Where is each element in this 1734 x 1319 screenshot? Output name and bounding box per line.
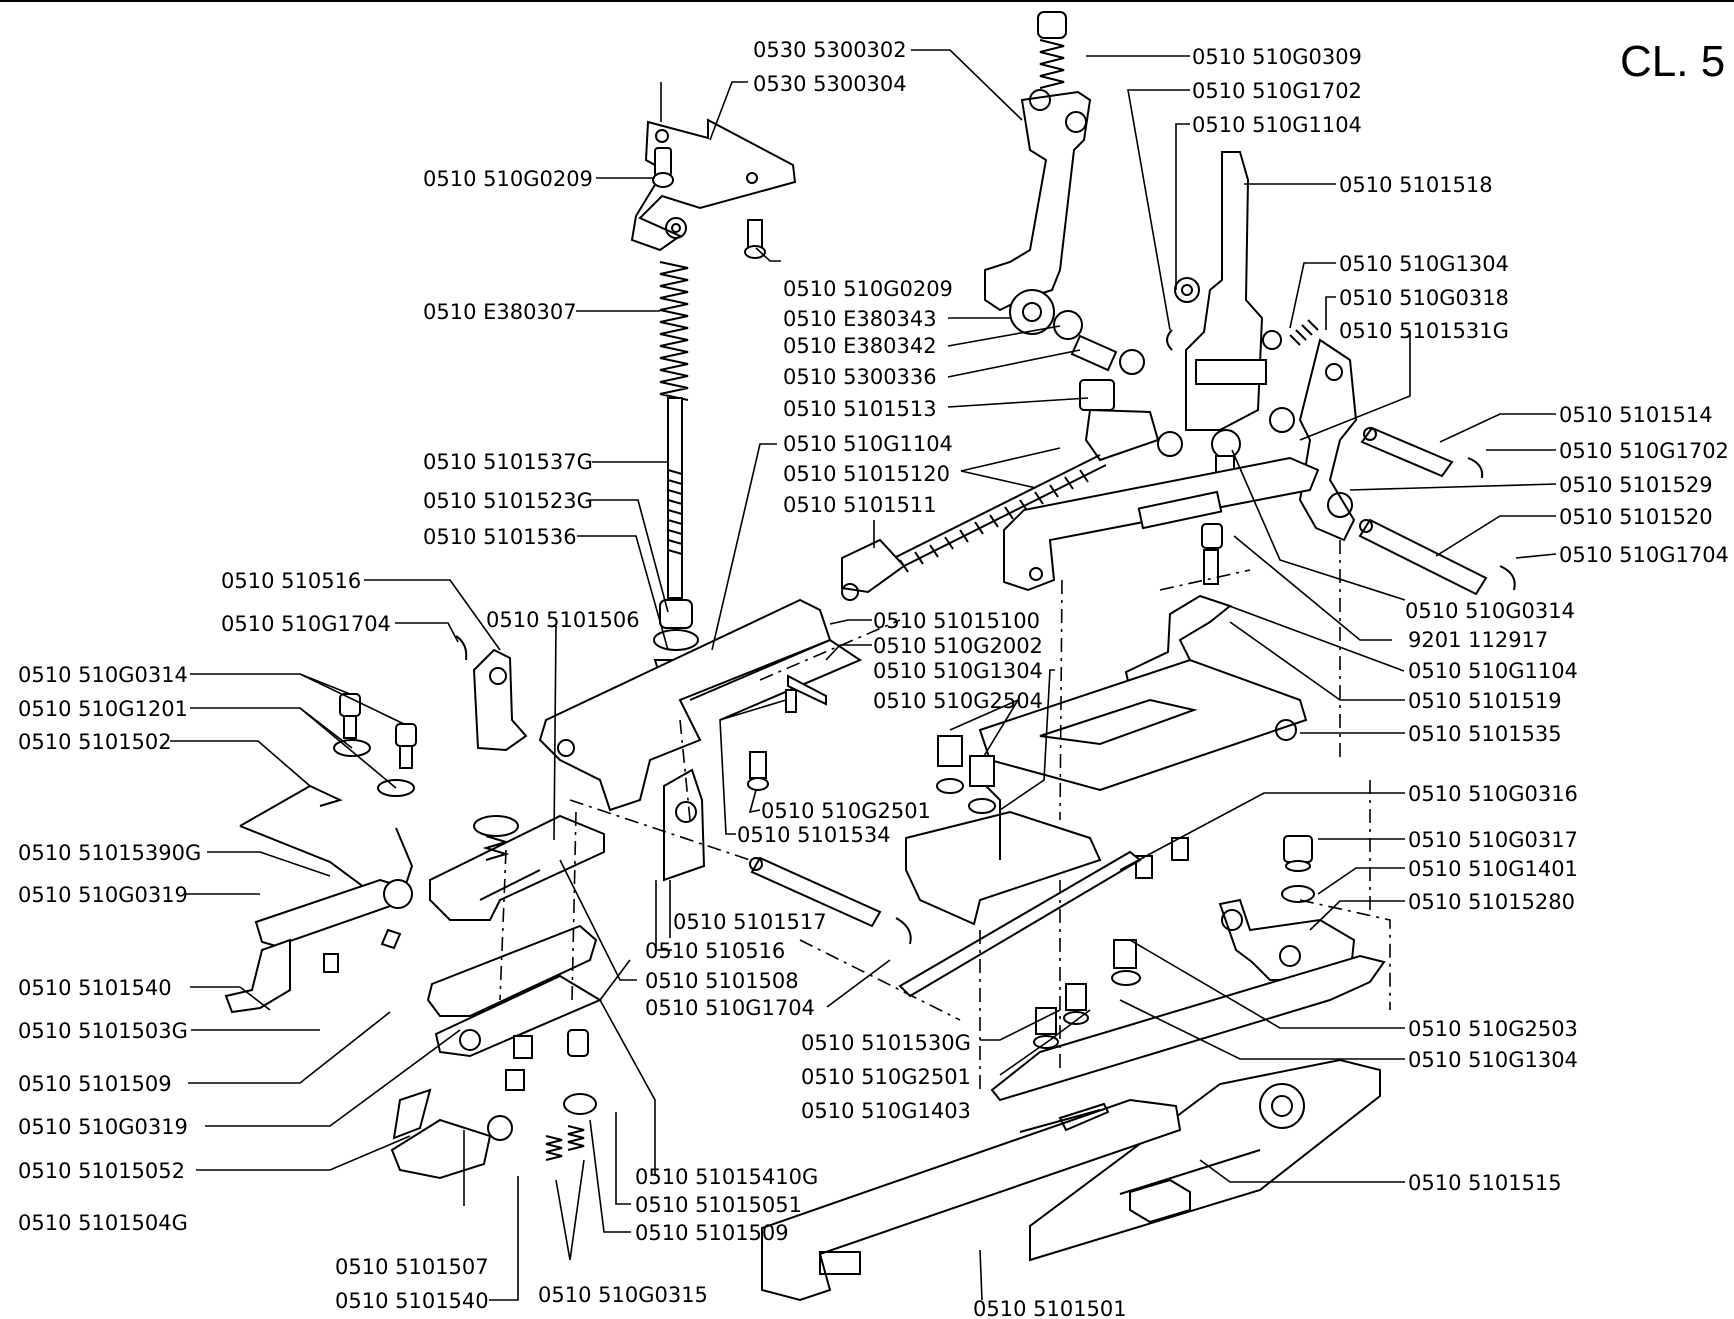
part-label: 0510 5101515 (1408, 1171, 1562, 1195)
part-label: 0510 510G0314 (1405, 599, 1575, 623)
part-label: 0510 5101511 (783, 493, 937, 517)
part-label: 0510 510G0317 (1408, 828, 1578, 852)
part-label: 0510 5101506 (486, 608, 640, 632)
part-label: 0510 510G1201 (18, 697, 188, 721)
part-label: 0510 5101513 (783, 397, 937, 421)
part-label: 0510 510G0315 (538, 1283, 708, 1307)
part-label: 0510 5101501 (973, 1297, 1127, 1319)
part-label: 0510 E380342 (783, 334, 937, 358)
part-label: 0510 510G2501 (801, 1065, 971, 1089)
part-label: 0510 5101519 (1408, 689, 1562, 713)
part-label: 0510 510G1702 (1559, 439, 1729, 463)
part-label: 0510 510G1704 (1559, 543, 1729, 567)
page-label: CL. 5 (1620, 37, 1725, 86)
part-label: 0510 510G2504 (873, 689, 1043, 713)
part-label: 0510 5101509 (18, 1072, 172, 1096)
part-label: 0510 5101520 (1559, 505, 1713, 529)
part-label: 0510 510G1104 (783, 432, 953, 456)
part-label: 0510 5101534 (737, 823, 891, 847)
part-label: 0510 5101503G (18, 1019, 188, 1043)
part-label: 0510 5101518 (1339, 173, 1493, 197)
part-label: 0510 510G2503 (1408, 1017, 1578, 1041)
part-label: 0510 5101504G (18, 1211, 188, 1235)
part-label: 0510 510G1403 (801, 1099, 971, 1123)
part-label: 0530 5300302 (753, 38, 907, 62)
part-label: 0510 5101507 (335, 1255, 489, 1279)
leader-lines (170, 49, 1557, 1301)
part-label: 0510 5101529 (1559, 473, 1713, 497)
part-label: 0510 5101540 (335, 1289, 489, 1313)
part-label: 9201 112917 (1408, 628, 1548, 652)
part-label: 0510 5101531G (1339, 319, 1509, 343)
part-label: 0510 510G1702 (1192, 79, 1362, 103)
part-label: 0510 5101535 (1408, 722, 1562, 746)
part-label: 0510 51015410G (635, 1165, 818, 1189)
part-label: 0510 510G0319 (18, 1115, 188, 1139)
part-label: 0510 510G0314 (18, 663, 188, 687)
part-label: 0510 5101540 (18, 976, 172, 1000)
part-label: 0510 510G1304 (1408, 1048, 1578, 1072)
part-label: 0510 510G0319 (18, 883, 188, 907)
part-label: 0510 5101537G (423, 450, 593, 474)
part-label: 0510 5101517 (673, 910, 827, 934)
part-label: 0510 51015390G (18, 841, 201, 865)
part-label: 0510 510G1704 (221, 612, 391, 636)
part-label: 0510 5101508 (645, 969, 799, 993)
part-label: 0510 510G0316 (1408, 782, 1578, 806)
part-label: 0510 510G1304 (1339, 252, 1509, 276)
part-label: 0510 510G0209 (423, 167, 593, 191)
part-label: 0510 510G1304 (873, 659, 1043, 683)
part-drawings (224, 11, 1516, 1302)
part-label: 0510 5300336 (783, 365, 937, 389)
part-label: 0510 51015280 (1408, 890, 1575, 914)
part-label: 0510 510516 (645, 939, 785, 963)
part-label: 0510 E380307 (423, 300, 577, 324)
part-label: 0510 510G2501 (761, 799, 931, 823)
part-label: 0510 5101530G (801, 1031, 971, 1055)
part-label: 0510 5101509 (635, 1221, 789, 1245)
part-label: 0510 510G1104 (1192, 113, 1362, 137)
part-label: 0510 510G0209 (783, 277, 953, 301)
part-label: 0510 510G1401 (1408, 857, 1578, 881)
part-label: 0510 5101514 (1559, 403, 1713, 427)
part-label: 0510 510G2002 (873, 634, 1043, 658)
part-label: 0510 510516 (221, 569, 361, 593)
part-label: 0510 5101502 (18, 730, 172, 754)
part-label: 0510 E380343 (783, 307, 937, 331)
part-number-labels: 0530 5300302 0530 5300304 0510 510G0209 … (18, 38, 1729, 1319)
part-label: 0510 510G0309 (1192, 45, 1362, 69)
part-label: 0510 51015100 (873, 609, 1040, 633)
part-label: 0510 51015051 (635, 1193, 802, 1217)
part-label: 0510 5101536 (423, 525, 577, 549)
part-label: 0510 51015052 (18, 1159, 185, 1183)
part-label: 0510 51015120 (783, 462, 950, 486)
part-label: 0510 510G0318 (1339, 286, 1509, 310)
part-label: 0530 5300304 (753, 72, 907, 96)
part-label: 0510 5101523G (423, 489, 593, 513)
part-label: 0510 510G1704 (645, 996, 815, 1020)
part-label: 0510 510G1104 (1408, 659, 1578, 683)
